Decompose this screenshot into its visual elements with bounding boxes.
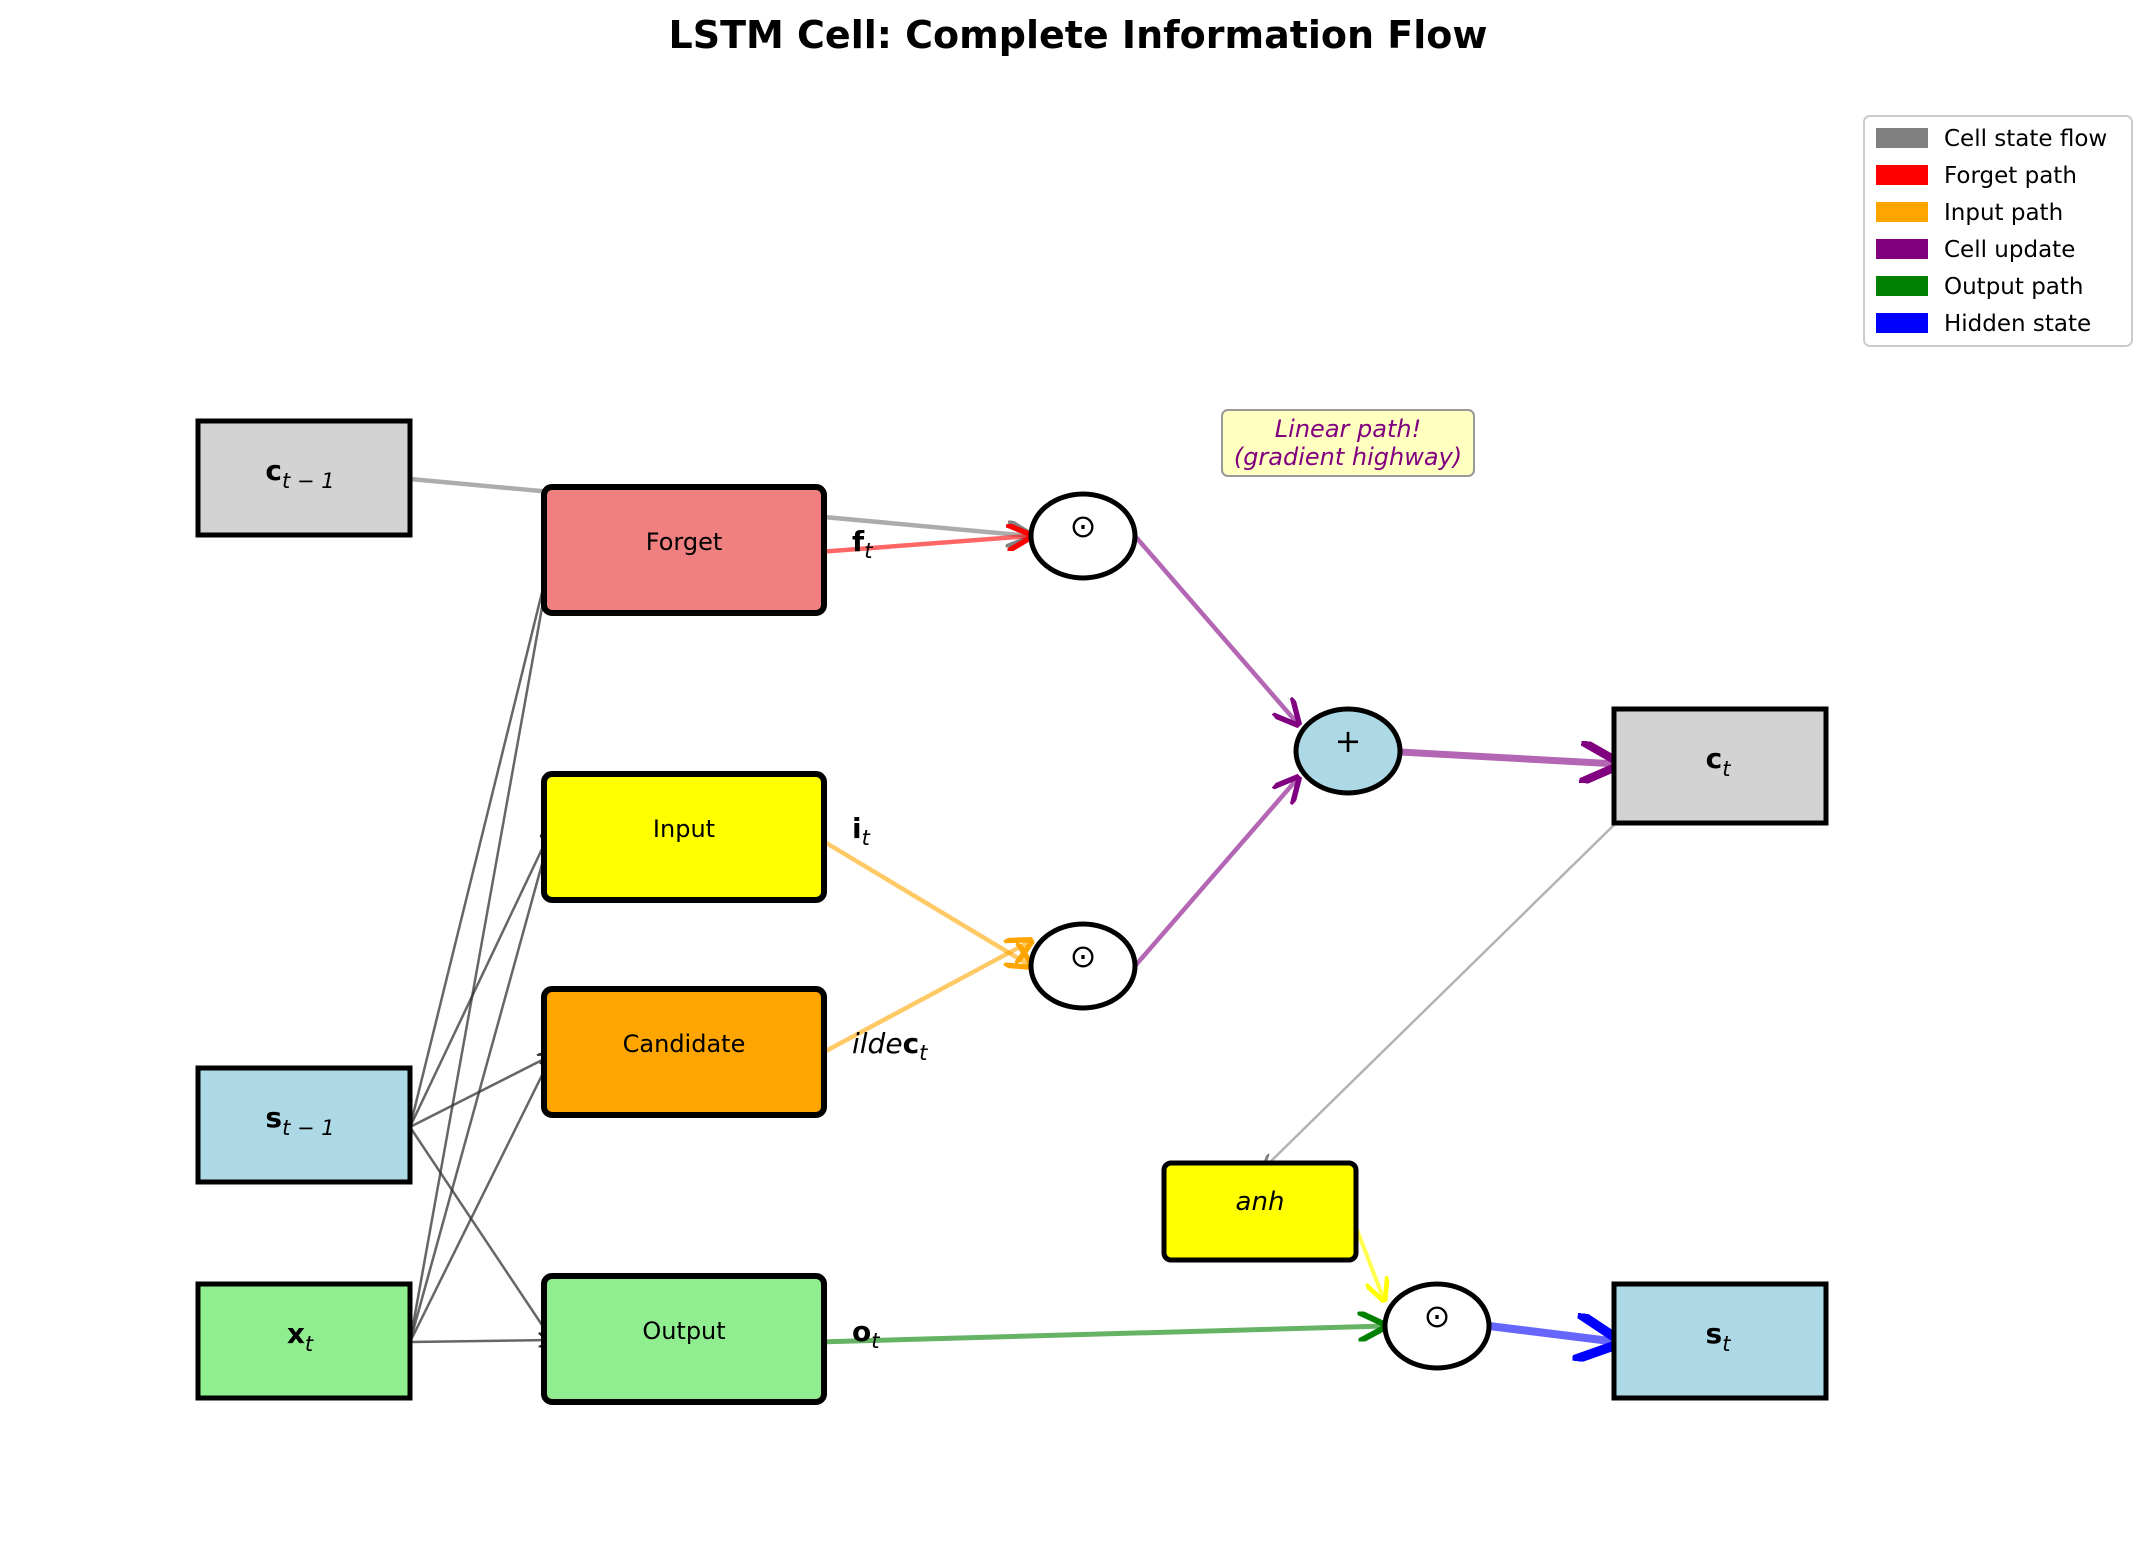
hadamard-icon: ⊙ <box>1070 937 1097 975</box>
i-t-arrow <box>816 836 1031 966</box>
forget-mul-to-add-arrow <box>1133 534 1298 724</box>
note-line-1: Linear path! <box>1275 415 1421 443</box>
s-t-node: st <box>1611 1281 1829 1401</box>
s-prev-node: st − 1 <box>195 1065 413 1185</box>
legend-swatch <box>1876 313 1928 333</box>
c-tilde-label: ildect <box>852 1027 928 1065</box>
output-multiply-node: ⊙ <box>1382 1281 1492 1371</box>
candidate-gate-box <box>541 986 827 1118</box>
legend-label: Hidden state <box>1944 311 2091 337</box>
legend-swatch <box>1876 202 1928 222</box>
f-t-label: ft <box>852 525 873 563</box>
x-t-to-forget-arrow <box>408 552 552 1343</box>
s-prev-to-input-arrow <box>408 828 552 1128</box>
s-prev-box <box>195 1065 413 1185</box>
c-tilde-arrow <box>822 941 1031 1054</box>
output-gate: Output <box>541 1273 827 1405</box>
input-multiply-node: ⊙ <box>1028 921 1138 1011</box>
legend-swatch <box>1876 276 1928 296</box>
c-t-label: ct <box>1706 742 1732 781</box>
legend-swatch <box>1876 165 1928 185</box>
forget-gate-label: Forget <box>646 528 723 556</box>
s-t-label: st <box>1706 1317 1732 1356</box>
forget-gate: Forget <box>541 484 827 616</box>
x-t-to-candidate-arrow <box>408 1055 552 1343</box>
tanh-to-mul-arrow <box>1352 1221 1384 1300</box>
candidate-gate-label: Candidate <box>623 1030 746 1058</box>
legend-swatch <box>1876 239 1928 259</box>
plus-icon: + <box>1335 722 1362 760</box>
forget-multiply-node: ⊙ <box>1028 491 1138 581</box>
note-line-2: (gradient highway) <box>1234 443 1462 471</box>
legend-label: Output path <box>1944 274 2084 300</box>
legend-label: Input path <box>1944 200 2063 226</box>
connections <box>408 476 1618 1345</box>
input-gate: Input <box>541 771 827 903</box>
f-t-arrow <box>817 536 1031 555</box>
input-gate-box <box>541 771 827 903</box>
s-prev-to-candidate-arrow <box>409 1055 552 1129</box>
gradient-highway-note: Linear path! (gradient highway) <box>1221 409 1475 477</box>
x-t-label: xt <box>287 1317 314 1356</box>
candidate-gate: Candidate <box>541 986 827 1118</box>
legend-frame <box>1863 115 2133 347</box>
s-t-box <box>1611 1281 1829 1401</box>
hadamard-icon: ⊙ <box>1070 507 1097 545</box>
x-t-to-output-arrow <box>409 1340 552 1342</box>
tanh-box <box>1161 1160 1359 1263</box>
legend-label: Cell state flow <box>1944 126 2107 152</box>
i-t-label: it <box>852 812 871 850</box>
legend-label: Forget path <box>1944 163 2077 189</box>
input-multiply-circle <box>1028 921 1138 1011</box>
add-node: + <box>1293 706 1403 796</box>
c-t-node: ct <box>1611 706 1829 826</box>
forget-multiply-circle <box>1028 491 1138 581</box>
note-box <box>1221 409 1475 477</box>
c-prev-node: ct − 1 <box>195 418 413 538</box>
output-gate-label: Output <box>642 1317 725 1345</box>
x-t-node: xt <box>195 1281 413 1401</box>
s-prev-to-forget-arrow <box>408 552 552 1128</box>
output-multiply-circle <box>1382 1281 1492 1371</box>
o-t-label: ot <box>852 1315 880 1353</box>
legend-swatch <box>1876 128 1928 148</box>
c-t-to-tanh-arrow <box>1264 822 1617 1168</box>
x-t-box <box>195 1281 413 1401</box>
diagram-title: LSTM Cell: Complete Information Flow <box>668 13 1487 57</box>
hadamard-icon: ⊙ <box>1424 1297 1451 1335</box>
tanh-node: anh <box>1161 1160 1359 1263</box>
o-t-arrow <box>817 1326 1385 1345</box>
tanh-label: anh <box>1236 1187 1285 1217</box>
forget-gate-box <box>541 484 827 616</box>
add-to-c-t-arrow <box>1399 752 1618 764</box>
c-prev-box <box>195 418 413 538</box>
x-t-to-input-arrow <box>408 828 552 1343</box>
mul-to-s-t-arrow <box>1488 1326 1618 1342</box>
add-circle <box>1293 706 1403 796</box>
s-prev-to-output-arrow <box>408 1126 552 1340</box>
output-gate-box <box>541 1273 827 1405</box>
input-gate-label: Input <box>653 815 715 843</box>
c-prev-label: ct − 1 <box>265 454 334 493</box>
c-t-box <box>1611 706 1829 826</box>
s-prev-label: st − 1 <box>265 1101 334 1140</box>
legend-label: Cell update <box>1944 237 2075 263</box>
input-mul-to-add-arrow <box>1133 778 1298 968</box>
